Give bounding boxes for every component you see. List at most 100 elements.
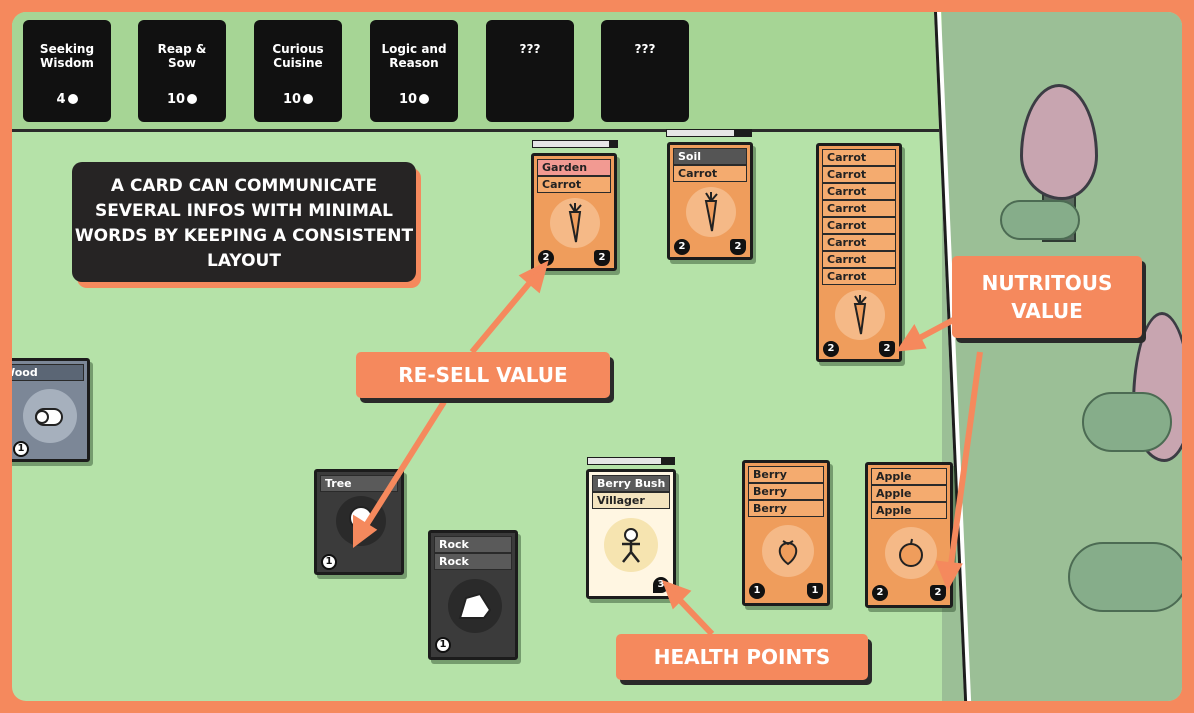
villager-card[interactable]: Berry Bush Villager 3 [586,469,676,599]
idea-card-seeking-wisdom[interactable]: Seeking Wisdom 4 [23,20,111,122]
card-title: Berry Bush [592,475,670,492]
stack-card-label: Apple [871,502,947,519]
idea-card-reap-sow[interactable]: Reap & Sow 10 [138,20,226,122]
nutrition-value-badge: 1 [807,583,823,599]
card-title: Soil [673,148,747,165]
bush-decoration [1068,542,1182,612]
arrowhead [353,514,378,548]
production-progress-bar [587,457,675,465]
idea-card-locked-2[interactable]: ??? [601,20,689,122]
carrot-stack[interactable]: Carrot Carrot Carrot Carrot Carrot Carro… [816,143,902,362]
berry-icon [762,525,814,577]
rock-icon [448,579,502,633]
stack-card-label: Carrot [822,217,896,234]
resell-value-badge: 1 [749,583,765,599]
callout-health-points: HEALTH POINTS [616,634,868,680]
stack-card-label: Carrot [822,234,896,251]
card-title: Tree [320,475,398,492]
coin-icon [419,94,430,104]
coin-icon [303,94,314,104]
callout-resell-value: RE-SELL VALUE [356,352,610,398]
apple-stack[interactable]: Apple Apple Apple 2 2 [865,462,953,608]
stack-card-label: Berry [748,466,824,483]
resell-value-badge: 1 [321,554,337,570]
idea-title: Curious Cuisine [272,42,324,70]
arrowhead [935,560,963,591]
nutrition-value-badge: 2 [730,239,746,255]
idea-title: Reap & Sow [157,42,207,70]
stack-card-label: Carrot [822,183,896,200]
idea-price: 10 [138,92,226,107]
arrowhead [895,324,927,352]
coin-icon [67,94,78,104]
tree-decoration [1132,312,1182,462]
resell-value-badge: 2 [823,341,839,357]
card-subtitle: Rock [434,553,512,570]
stack-card-label: Carrot [822,166,896,183]
game-board: Seeking Wisdom 4 Reap & Sow 10 Curious C… [12,12,1182,701]
idea-price: 4 [23,92,111,107]
idea-title: ??? [634,42,656,56]
resell-value-badge: 2 [538,250,554,266]
nutrition-value-badge: 2 [879,341,895,357]
card-title: Garden [537,159,611,176]
info-text-box: A CARD CAN COMMUNICATE SEVERAL INFOS WIT… [72,162,416,282]
idea-title: ??? [519,42,541,56]
wood-log-icon [23,389,77,443]
resell-value-badge: 2 [674,239,690,255]
carrot-icon [835,290,885,340]
stack-card-label: Carrot [822,251,896,268]
tree-decoration [1020,84,1098,200]
stack-card-label: Carrot [822,268,896,285]
nutrition-value-badge: 2 [594,250,610,266]
stack-card-label: Carrot [822,149,896,166]
stack-card-label: Apple [871,485,947,502]
progress-fill [667,130,735,136]
berry-stack[interactable]: Berry Berry Berry 1 1 [742,460,830,606]
rock-card[interactable]: Rock Rock 1 [428,530,518,660]
villager-icon [604,518,658,572]
idea-title: Seeking Wisdom [39,42,95,70]
resell-value-badge: 1 [13,441,29,457]
idea-card-locked-1[interactable]: ??? [486,20,574,122]
idea-card-curious-cuisine[interactable]: Curious Cuisine 10 [254,20,342,122]
arrowhead [661,579,692,610]
coin-icon [187,94,198,104]
idea-title: Logic and Reason [381,42,447,70]
idea-price: 10 [254,92,342,107]
callout-nutritious-value: NUTRITOUS VALUE [952,256,1142,338]
card-title: Wood [12,364,84,381]
card-title: Rock [434,536,512,553]
arrow-to-tree-resell [359,400,447,534]
garden-card[interactable]: Garden Carrot 2 2 [531,153,617,271]
stack-card-label: Apple [871,468,947,485]
card-subtitle: Carrot [673,165,747,182]
soil-card[interactable]: Soil Carrot 2 2 [667,142,753,260]
annotation-arrows [353,260,983,637]
bush-decoration [1000,200,1080,240]
nutrition-value-badge: 2 [930,585,946,601]
card-subtitle: Carrot [537,176,611,193]
stack-card-label: Carrot [822,200,896,217]
resell-value-badge: 2 [872,585,888,601]
arrow-to-garden-resell [469,272,540,354]
wood-card[interactable]: Wood 1 [12,358,90,462]
card-subtitle: Villager [592,492,670,509]
carrot-icon [550,198,600,248]
arrow-to-apple-nutrition [947,351,983,573]
idea-card-logic-and-reason[interactable]: Logic and Reason 10 [370,20,458,122]
idea-price: 10 [370,92,458,107]
resell-value-badge: 1 [435,637,451,653]
progress-fill [588,458,662,464]
arrowhead [518,260,549,294]
production-progress-bar [666,129,752,137]
health-points-badge: 3 [653,577,669,593]
stack-card-label: Berry [748,500,824,517]
production-progress-bar [532,140,618,148]
bush-decoration [1082,392,1172,452]
stack-card-label: Berry [748,483,824,500]
apple-icon [885,527,937,579]
carrot-icon [686,187,736,237]
ideas-bar: Seeking Wisdom 4 Reap & Sow 10 Curious C… [12,12,942,132]
progress-fill [533,141,609,147]
